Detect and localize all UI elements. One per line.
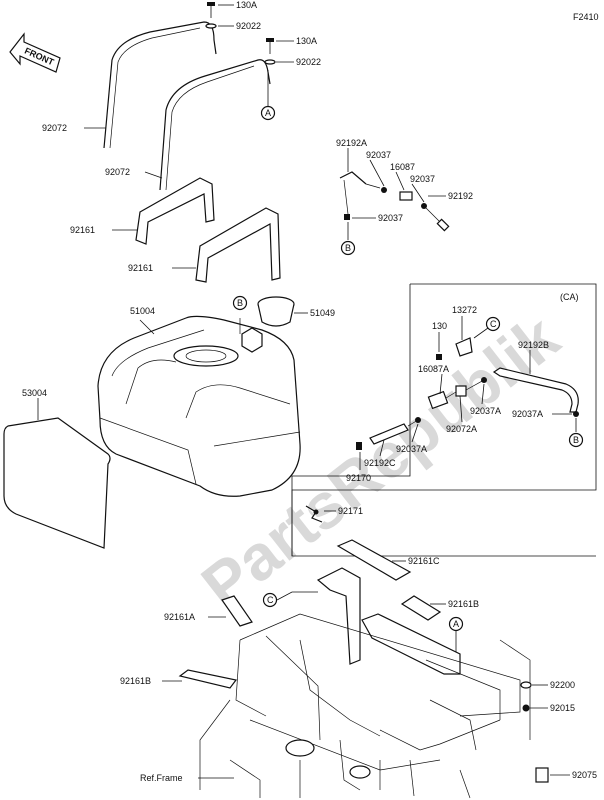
- label-51004: 51004: [130, 306, 155, 316]
- label-92161-2: 92161: [128, 263, 153, 273]
- marker-b-box: [568, 432, 584, 448]
- clip-92170: [356, 442, 362, 450]
- ca-box: [291, 283, 597, 557]
- tank-strap-rear: [103, 21, 217, 149]
- marker-a-top-label: A: [265, 108, 271, 118]
- label-92161a: 92161A: [164, 612, 195, 622]
- fuel-cap: [257, 296, 295, 327]
- hose-92192b: [492, 367, 579, 413]
- label-16087a: 16087A: [418, 364, 449, 374]
- strap-pad-1: [135, 177, 215, 245]
- label-92075: 92075: [572, 770, 597, 780]
- marker-c-box: [485, 316, 501, 332]
- vehicle-frame: [199, 567, 531, 799]
- figure-code: F2410: [573, 12, 599, 22]
- label-130: 130: [432, 321, 447, 331]
- marker-a-frame: [448, 616, 464, 632]
- tank-strap-front: [159, 59, 271, 191]
- clamp-92037a-2: [573, 411, 579, 417]
- label-92037-1: 92037: [366, 150, 391, 160]
- label-92171: 92171: [338, 506, 363, 516]
- pad-92161c: [336, 539, 412, 581]
- marker-b-tank-label: B: [237, 298, 243, 308]
- label-92072a: 92072A: [446, 424, 477, 434]
- label-92072-1: 92072: [42, 123, 67, 133]
- label-92200: 92200: [550, 680, 575, 690]
- marker-b-tank: [232, 295, 248, 311]
- fuel-tank: [97, 315, 301, 497]
- label-ref-frame: Ref.Frame: [140, 773, 183, 783]
- label-92161b-1: 92161B: [448, 599, 479, 609]
- marker-a-frame-label: A: [453, 619, 459, 629]
- marker-c-box-label: C: [490, 319, 497, 329]
- strap-pad-2: [195, 207, 281, 283]
- label-92037a-3: 92037A: [396, 444, 427, 454]
- label-92161-1: 92161: [70, 225, 95, 235]
- label-92192: 92192: [448, 191, 473, 201]
- pad-92161b-1: [400, 595, 442, 621]
- label-130a-2: 130A: [296, 36, 317, 46]
- label-92037-2: 92037: [410, 174, 435, 184]
- pad-92161a: [221, 595, 253, 627]
- marker-c-frame: [262, 592, 278, 608]
- bolt-130a-2: [264, 38, 276, 65]
- marker-b-top: [340, 240, 356, 256]
- front-arrow-icon: FRONT: [9, 32, 61, 73]
- bracket-13272: [455, 337, 473, 357]
- label-92022-1: 92022: [236, 21, 261, 31]
- marker-c-frame-label: C: [267, 595, 274, 605]
- marker-b-top-label: B: [345, 243, 351, 253]
- label-92072-2: 92072: [105, 167, 130, 177]
- label-92161b-2: 92161B: [120, 676, 151, 686]
- breather-hose-top: [339, 171, 450, 232]
- label-16087: 16087: [390, 162, 415, 172]
- label-92161c: 92161C: [408, 556, 440, 566]
- label-51049: 51049: [310, 308, 335, 318]
- label-53004: 53004: [22, 388, 47, 398]
- label-13272: 13272: [452, 305, 477, 315]
- marker-b-box-label: B: [573, 435, 579, 445]
- marker-a-top: [260, 105, 276, 121]
- label-92015: 92015: [550, 703, 575, 713]
- label-92037a-1: 92037A: [470, 406, 501, 416]
- heat-shield: [3, 417, 111, 549]
- clip-92171: [305, 505, 323, 523]
- hose-92192c: [369, 417, 421, 445]
- filler-neck: [239, 318, 263, 353]
- ca-box-label: (CA): [560, 292, 579, 302]
- bolt-130a-1: [205, 2, 217, 29]
- bolt-130: [436, 354, 442, 360]
- label-130a-1: 130A: [236, 0, 257, 10]
- label-92170: 92170: [346, 473, 371, 483]
- label-92192a: 92192A: [336, 138, 367, 148]
- label-92037a-2: 92037A: [512, 409, 543, 419]
- pad-92161b-2: [178, 669, 238, 689]
- filter-16087a: [427, 377, 487, 410]
- washer-92200: [520, 681, 532, 689]
- label-92192b: 92192B: [518, 340, 549, 350]
- label-92022-2: 92022: [296, 57, 321, 67]
- nut-92015: [522, 704, 530, 712]
- label-92037-3: 92037: [378, 213, 403, 223]
- label-92192c: 92192C: [364, 458, 396, 468]
- cap-92075: [535, 767, 549, 783]
